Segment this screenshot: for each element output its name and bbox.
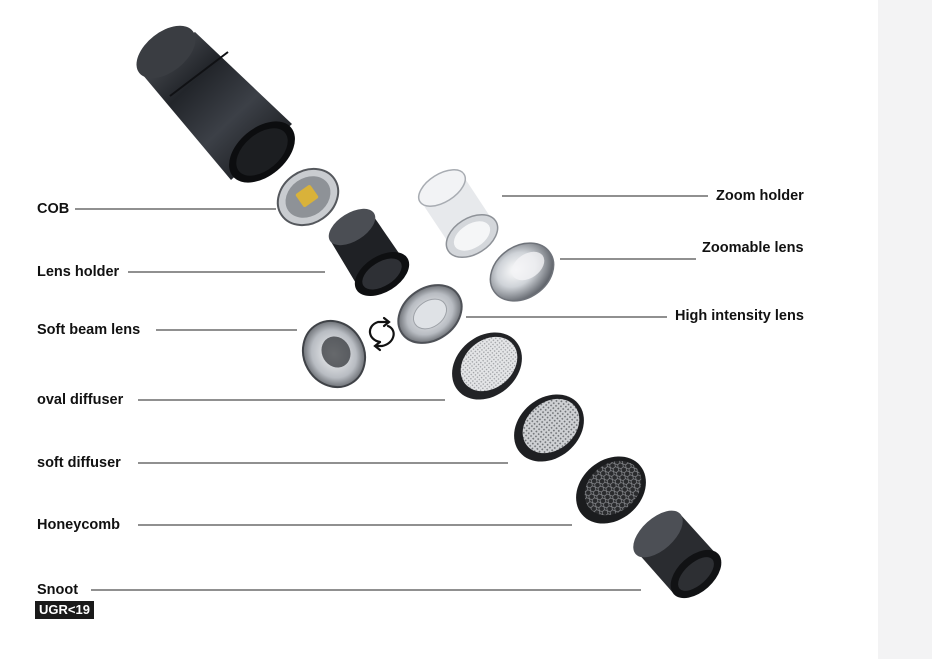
label-high-intensity-lens: High intensity lens <box>675 308 804 324</box>
label-lens-holder: Lens holder <box>37 264 120 280</box>
light-body <box>136 25 295 183</box>
soft-beam-lens-part <box>301 319 367 389</box>
label-zoomable-lens: Zoomable lens <box>702 240 804 256</box>
high-intensity-lens-part <box>397 284 463 344</box>
oval-diffuser-part <box>452 332 522 400</box>
swap-arrows-icon <box>368 316 395 352</box>
label-zoom-holder: Zoom holder <box>716 188 804 204</box>
label-snoot: Snoot <box>37 582 79 598</box>
leader-lines <box>75 195 708 591</box>
snoot-part <box>633 510 722 599</box>
label-oval-diffuser: oval diffuser <box>37 392 124 408</box>
cob-part <box>276 167 340 227</box>
label-honeycomb: Honeycomb <box>37 517 120 533</box>
ugr-badge: UGR<19 <box>35 601 94 619</box>
zoomable-lens-part <box>489 242 555 302</box>
label-cob: COB <box>37 201 70 217</box>
label-soft-diffuser: soft diffuser <box>37 455 121 471</box>
side-strip <box>878 0 932 659</box>
honeycomb-part <box>576 456 646 524</box>
zoom-holder-part <box>417 169 499 259</box>
lens-holder-part <box>328 208 410 297</box>
label-soft-beam-lens: Soft beam lens <box>37 322 141 338</box>
soft-diffuser-part <box>514 394 584 462</box>
